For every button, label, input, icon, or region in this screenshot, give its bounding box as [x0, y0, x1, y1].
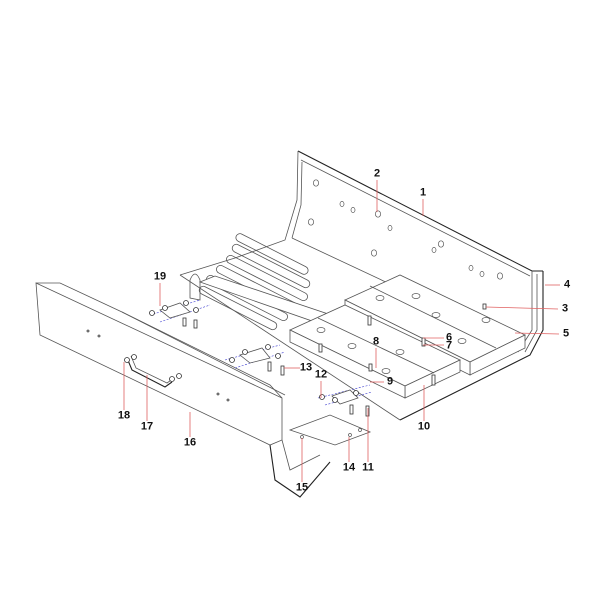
callout-6: 6 — [445, 331, 453, 344]
callout-9: 9 — [386, 375, 394, 388]
callout-8: 8 — [372, 335, 380, 348]
mounting-blocks-part-5-10 — [289, 274, 526, 399]
callout-18: 18 — [117, 409, 131, 422]
callout-14: 14 — [342, 461, 356, 474]
callout-1: 1 — [419, 186, 427, 199]
callout-13: 13 — [299, 361, 313, 374]
callout-11: 11 — [362, 461, 374, 474]
callout-16: 16 — [183, 436, 197, 449]
front-panel-part-16 — [35, 282, 331, 498]
leader-lines — [123, 180, 560, 482]
callout-3: 3 — [561, 302, 569, 315]
handle-part-17 — [124, 354, 182, 388]
callout-12: 12 — [314, 368, 328, 381]
callout-2: 2 — [373, 167, 381, 180]
fasteners — [318, 303, 487, 386]
callout-10: 10 — [417, 420, 431, 433]
callout-17: 17 — [140, 420, 154, 433]
callout-19: 19 — [153, 270, 167, 283]
callout-15: 15 — [295, 481, 309, 494]
callout-5: 5 — [562, 327, 570, 340]
floor-pan-part-1 — [179, 150, 544, 421]
hardware-group-12 — [317, 384, 373, 417]
hardware-group-13 — [224, 344, 286, 376]
hardware-group-19 — [149, 299, 211, 329]
callout-4: 4 — [563, 278, 571, 291]
callout-7: 7 — [445, 339, 453, 352]
